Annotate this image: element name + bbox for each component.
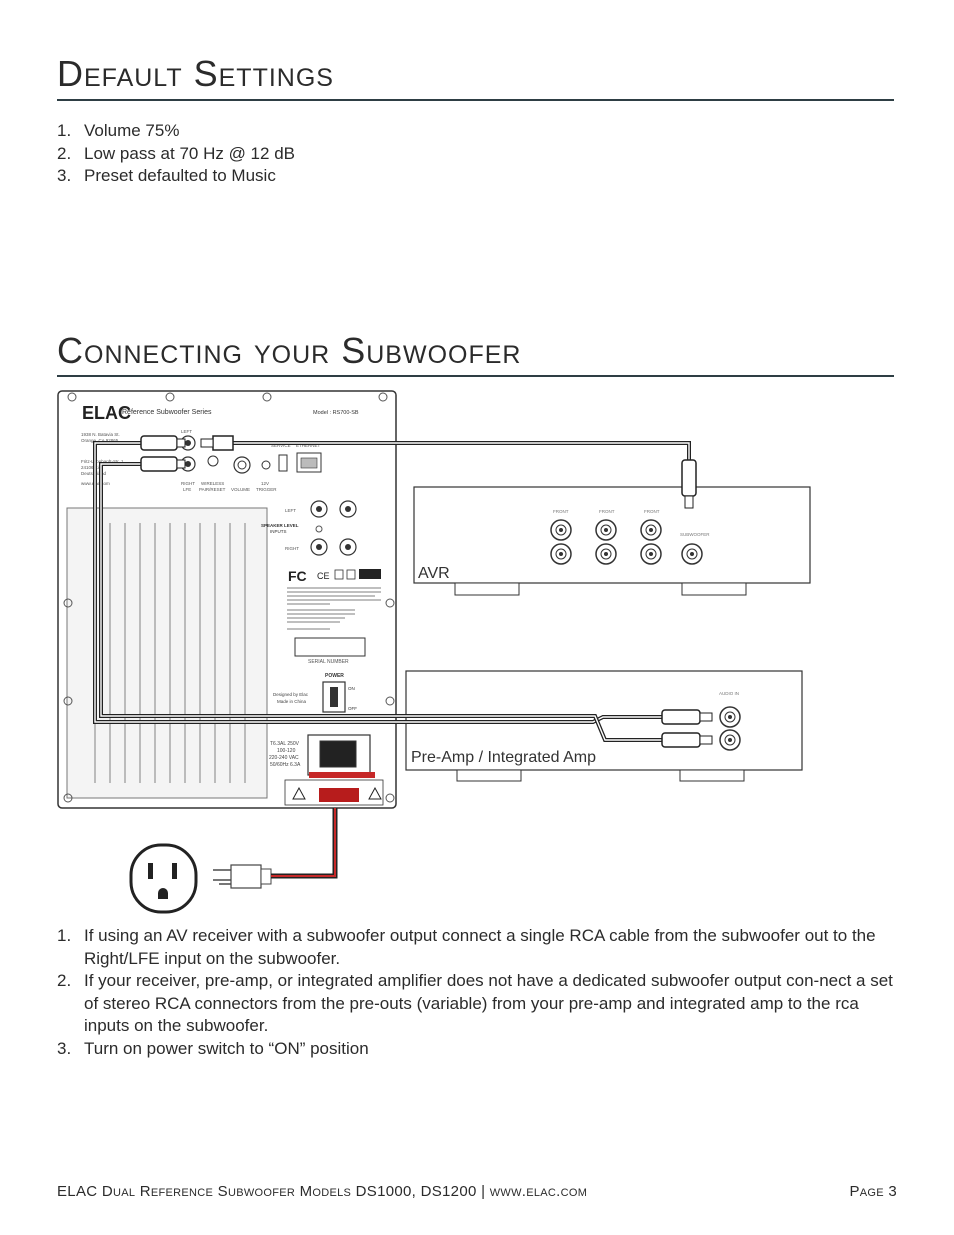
svg-text:12V: 12V bbox=[261, 481, 269, 486]
rca-plugs bbox=[140, 435, 713, 748]
list-item: 1.Volume 75% bbox=[57, 121, 180, 140]
preamp-label: Pre-Amp / Integrated Amp bbox=[411, 749, 596, 766]
svg-text:Fritz-Leonhardt-Str. 1: Fritz-Leonhardt-Str. 1 bbox=[81, 459, 124, 464]
svg-text:FRONT: FRONT bbox=[553, 509, 569, 514]
svg-text:INPUTS: INPUTS bbox=[270, 529, 287, 534]
rca-cables bbox=[93, 441, 691, 742]
connection-steps-list: 1.If using an AV receiver with a subwoof… bbox=[57, 925, 897, 1060]
service-usb-port[interactable] bbox=[278, 454, 288, 472]
svg-text:POWER: POWER bbox=[325, 673, 344, 679]
default-settings-list: 1.Volume 75% 2.Low pass at 70 Hz @ 12 dB… bbox=[57, 120, 295, 188]
svg-text:LEFT: LEFT bbox=[181, 429, 192, 434]
connection-diagram: ELAC Reference Subwoofer Series Model : … bbox=[57, 390, 811, 914]
section-title-default-settings: Default Settings bbox=[57, 53, 334, 94]
page-number: Page 3 bbox=[849, 1183, 897, 1200]
svg-text:LEFT: LEFT bbox=[285, 508, 296, 513]
footer-title: ELAC Dual Reference Subwoofer Models DS1… bbox=[57, 1183, 588, 1200]
power-cord-plug bbox=[319, 740, 357, 768]
svg-text:FRONT: FRONT bbox=[644, 509, 660, 514]
avr-label: AVR bbox=[418, 565, 450, 582]
svg-text:LFE: LFE bbox=[183, 487, 191, 492]
svg-text:100-120: 100-120 bbox=[277, 748, 296, 754]
power-plug bbox=[213, 864, 272, 889]
svg-text:TRIGGER: TRIGGER bbox=[256, 487, 277, 492]
svg-text:WIRELESS: WIRELESS bbox=[201, 481, 224, 486]
avr-output-jacks bbox=[550, 519, 703, 565]
svg-text:ETHERNET: ETHERNET bbox=[296, 443, 321, 448]
list-item: 3.Preset defaulted to Music bbox=[57, 166, 276, 185]
serial-number-plate bbox=[294, 637, 366, 657]
svg-text:FC: FC bbox=[288, 568, 307, 584]
preamp-unit: Pre-Amp / Integrated Amp AUDIO IN bbox=[405, 670, 803, 782]
section-divider bbox=[57, 99, 894, 101]
list-item: 2.If your receiver, pre-amp, or integrat… bbox=[57, 971, 893, 1035]
svg-text:CE: CE bbox=[317, 571, 330, 581]
svg-text:Reference Subwoofer Series: Reference Subwoofer Series bbox=[122, 409, 212, 416]
trigger-jack[interactable] bbox=[261, 460, 271, 470]
subwoofer-back-panel: ELAC Reference Subwoofer Series Model : … bbox=[57, 390, 397, 809]
list-item: 2.Low pass at 70 Hz @ 12 dB bbox=[57, 143, 295, 163]
svg-text:AUDIO IN: AUDIO IN bbox=[719, 691, 739, 696]
svg-text:24106 Kiel: 24106 Kiel bbox=[81, 465, 102, 470]
avr-unit: AVR FRONT FRONT FRONT SUBWOOFER bbox=[413, 486, 811, 596]
wall-outlet bbox=[129, 808, 338, 914]
svg-text:Designed by Elac: Designed by Elac bbox=[273, 692, 309, 697]
svg-text:PAIR/RESET: PAIR/RESET bbox=[199, 487, 226, 492]
svg-text:ON: ON bbox=[348, 686, 355, 691]
volume-knob[interactable] bbox=[233, 456, 251, 474]
svg-text:SERVICE: SERVICE bbox=[271, 443, 291, 448]
svg-text:SUBWOOFER: SUBWOOFER bbox=[680, 532, 710, 537]
svg-text:1938 N. Batavia St.: 1938 N. Batavia St. bbox=[81, 432, 120, 437]
svg-text:SPEAKER LEVEL: SPEAKER LEVEL bbox=[261, 523, 299, 528]
svg-text:VOLUME: VOLUME bbox=[231, 487, 250, 492]
svg-text:RIGHT: RIGHT bbox=[181, 481, 195, 486]
svg-text:220-240 VAC: 220-240 VAC bbox=[269, 755, 299, 761]
svg-text:Model : RS700-SB: Model : RS700-SB bbox=[313, 410, 359, 416]
wireless-pair-button[interactable] bbox=[207, 455, 219, 467]
list-item: 3.Turn on power switch to “ON” position bbox=[57, 1038, 369, 1058]
section-divider bbox=[57, 375, 894, 377]
section-title-connecting: Connecting your Subwoofer bbox=[57, 330, 522, 371]
svg-text:RIGHT: RIGHT bbox=[285, 546, 299, 551]
list-item: 1.If using an AV receiver with a subwoof… bbox=[57, 926, 876, 968]
svg-text:Made in China: Made in China bbox=[277, 699, 307, 704]
panel-brand-logo: ELAC bbox=[82, 403, 131, 423]
svg-text:50/60Hz 6.3A: 50/60Hz 6.3A bbox=[270, 762, 301, 768]
svg-text:SERIAL NUMBER: SERIAL NUMBER bbox=[308, 659, 349, 665]
svg-text:FRONT: FRONT bbox=[599, 509, 615, 514]
svg-text:T6.3AL 250V: T6.3AL 250V bbox=[270, 741, 300, 747]
svg-text:OFF: OFF bbox=[348, 706, 357, 711]
svg-text:Orange, CA 92865: Orange, CA 92865 bbox=[81, 438, 119, 443]
